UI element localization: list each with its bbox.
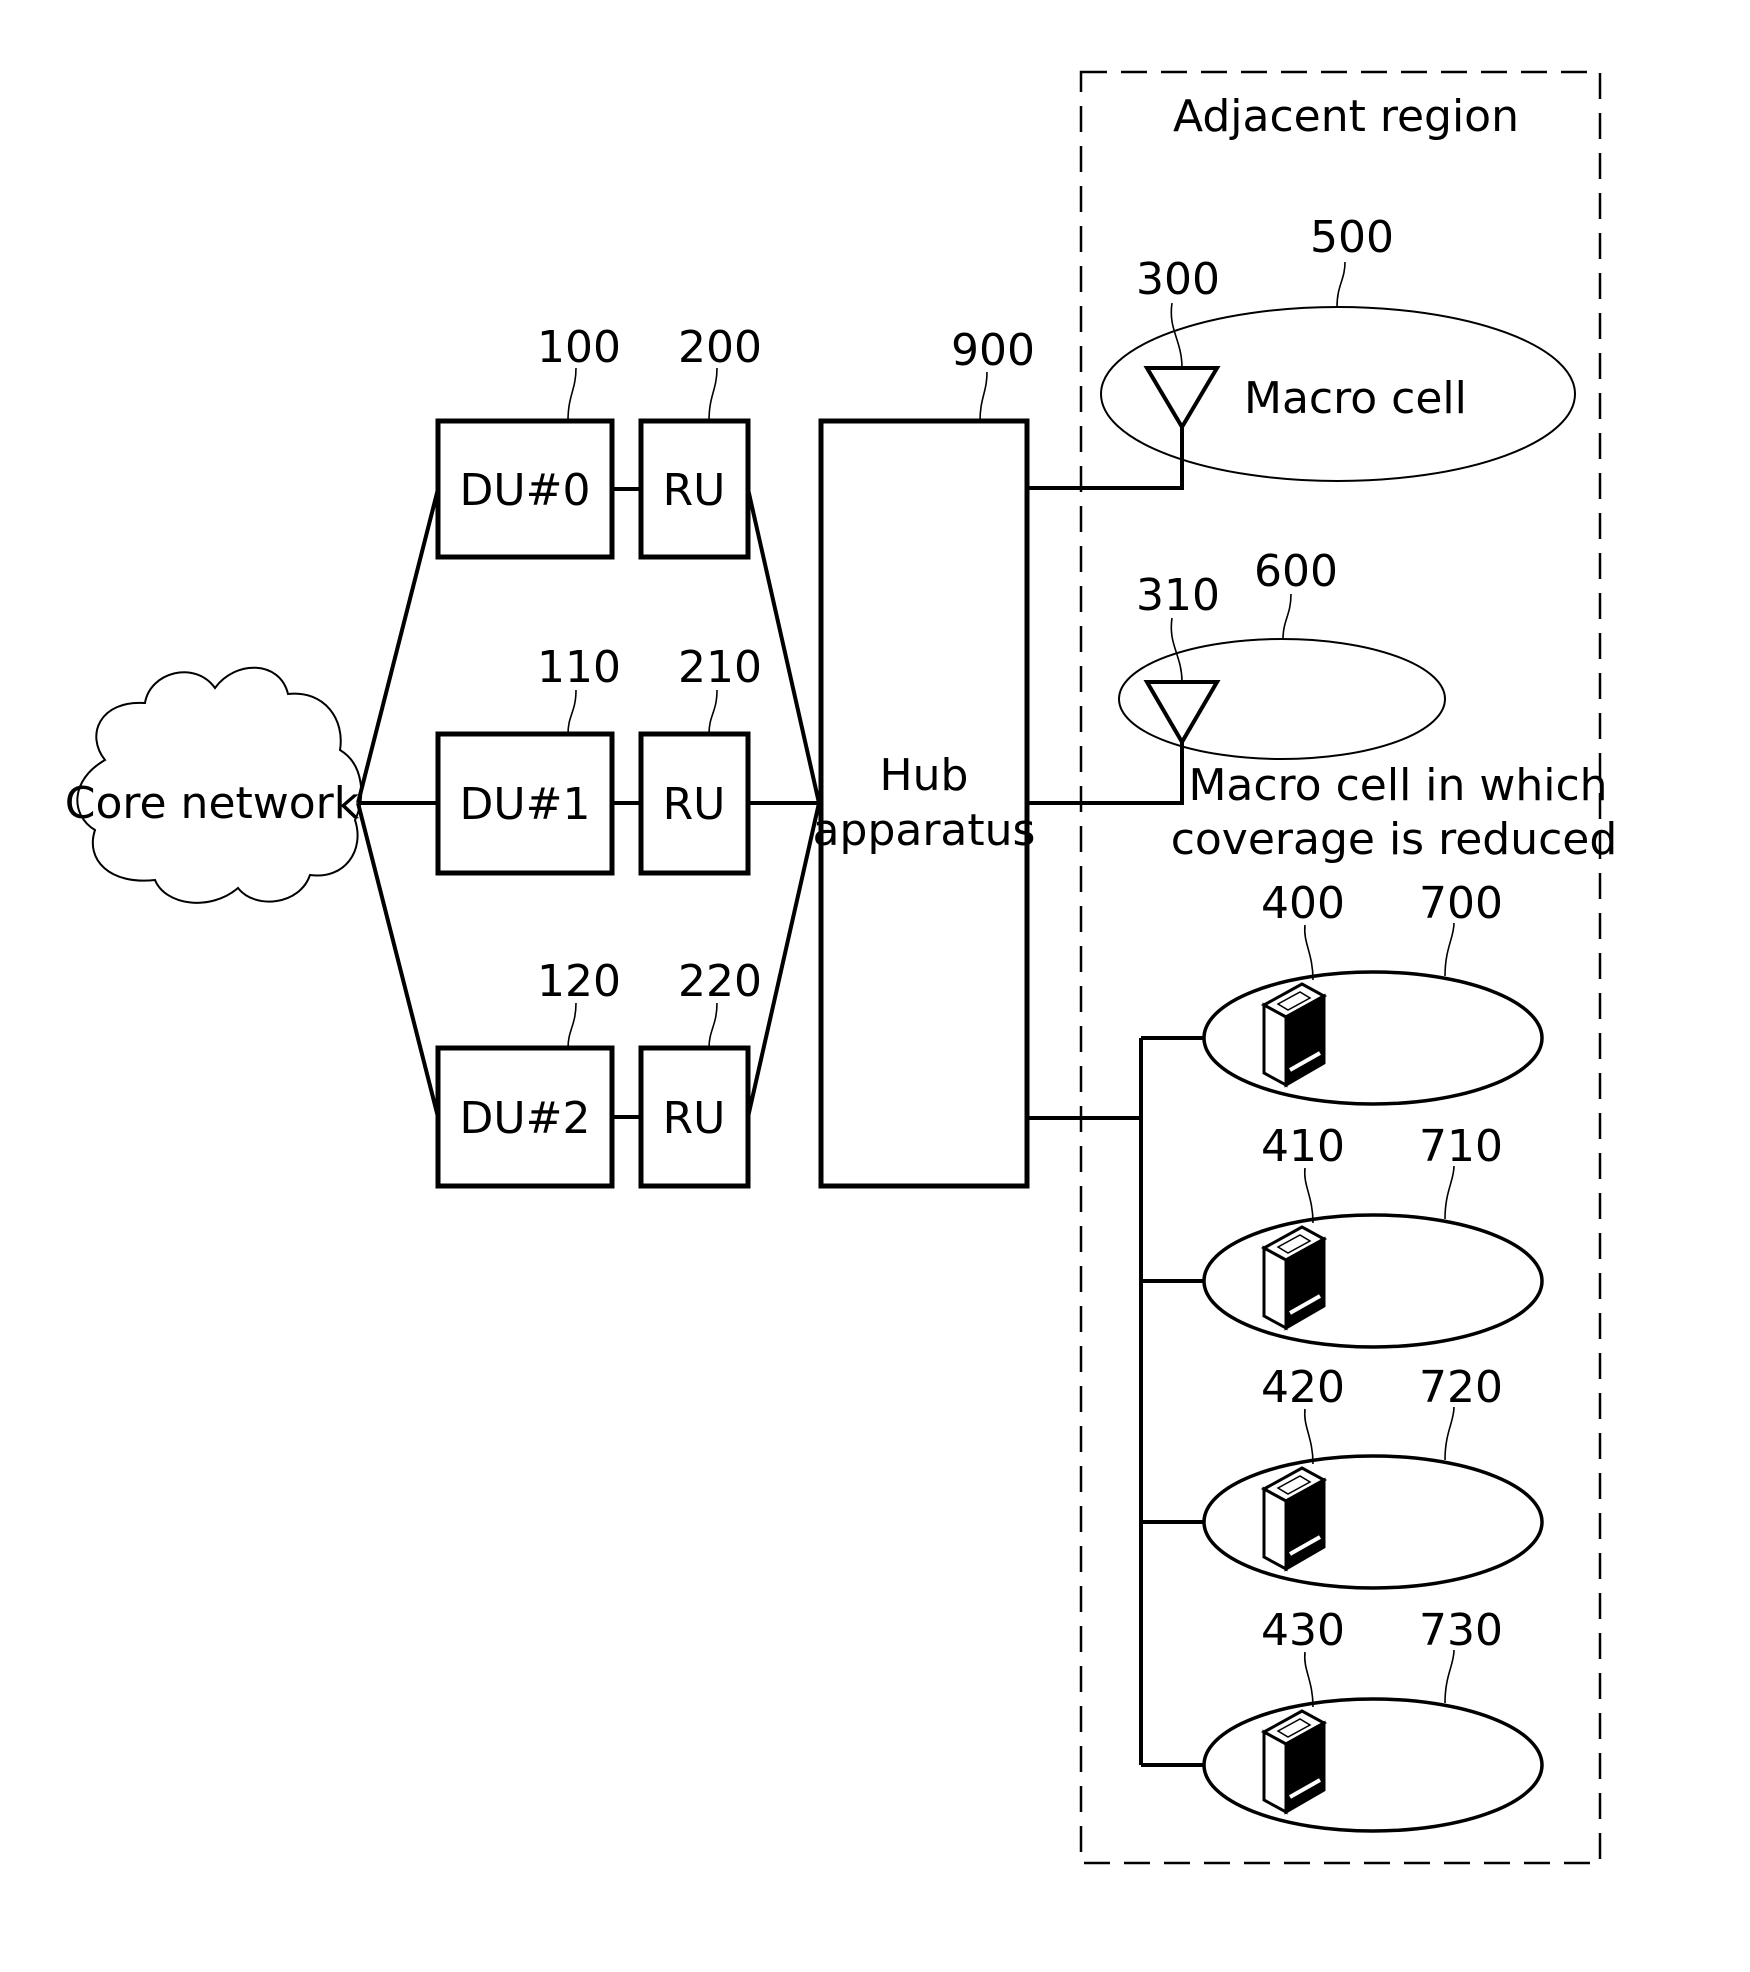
ref-120: 120 — [537, 956, 621, 1007]
link-core-du0 — [358, 489, 438, 803]
ru-0: RU 200 — [641, 322, 762, 557]
macro-cell-500: 500 300 Macro cell — [1101, 212, 1575, 481]
adjacent-region-label: Adjacent region — [1173, 91, 1519, 142]
reduced-cell-label-line1: Macro cell in which — [1188, 760, 1607, 811]
ru-2: RU 220 — [641, 956, 762, 1186]
du-2-label: DU#2 — [460, 1093, 591, 1144]
ref-400: 400 — [1261, 878, 1345, 929]
ref-900: 900 — [951, 325, 1035, 376]
macro-cell-label: Macro cell — [1244, 373, 1467, 424]
ref-720: 720 — [1419, 1362, 1503, 1413]
small-cell-base-station-icon — [1264, 1468, 1324, 1569]
core-du-links — [358, 489, 438, 1117]
ref-310: 310 — [1136, 570, 1220, 621]
small-cell-720: 420 720 — [1141, 1362, 1542, 1588]
small-cell-730: 430 730 — [1141, 1605, 1542, 1831]
small-cell-base-station-icon — [1264, 984, 1324, 1085]
ref-110: 110 — [537, 642, 621, 693]
ru-1-label: RU — [663, 779, 726, 830]
du-1-label: DU#1 — [460, 779, 591, 830]
antenna-icon — [1147, 682, 1217, 742]
ru-0-label: RU — [663, 465, 726, 516]
macro-cell-600: 600 310 Macro cell in which coverage is … — [1119, 546, 1617, 865]
link-core-du2 — [358, 803, 438, 1117]
ref-600: 600 — [1254, 546, 1338, 597]
ref-300: 300 — [1136, 254, 1220, 305]
adjacent-region: Adjacent region — [1081, 72, 1600, 1863]
ru-1: RU 210 — [641, 642, 762, 873]
core-network: Core network — [65, 668, 362, 903]
du-1: DU#1 110 — [438, 642, 621, 873]
hub-label-line2: apparatus — [813, 805, 1036, 856]
ref-210: 210 — [678, 642, 762, 693]
small-cell-base-station-icon — [1264, 1711, 1324, 1812]
ref-200: 200 — [678, 322, 762, 373]
small-cell-700: 400 700 — [1141, 878, 1542, 1104]
link-hub-antenna-300 — [1027, 427, 1182, 488]
small-cell-710: 410 710 — [1141, 1121, 1542, 1347]
ref-700: 700 — [1419, 878, 1503, 929]
hub-label-line1: Hub — [880, 750, 969, 801]
hub-apparatus: Hub apparatus 900 — [813, 325, 1036, 1186]
antenna-icon — [1147, 368, 1217, 427]
ref-710: 710 — [1419, 1121, 1503, 1172]
ref-430: 430 — [1261, 1605, 1345, 1656]
ref-220: 220 — [678, 956, 762, 1007]
ref-420: 420 — [1261, 1362, 1345, 1413]
link-hub-antenna-310 — [1027, 742, 1182, 803]
core-network-label: Core network — [65, 778, 360, 829]
ref-100: 100 — [537, 322, 621, 373]
reduced-cell-label-line2: coverage is reduced — [1171, 814, 1618, 865]
du-2: DU#2 120 — [438, 956, 621, 1186]
ru-2-label: RU — [663, 1093, 726, 1144]
ref-410: 410 — [1261, 1121, 1345, 1172]
ref-730: 730 — [1419, 1605, 1503, 1656]
small-cell-base-station-icon — [1264, 1227, 1324, 1328]
du-0: DU#0 100 — [438, 322, 621, 557]
du-0-label: DU#0 — [460, 465, 591, 516]
ref-500: 500 — [1310, 212, 1394, 263]
